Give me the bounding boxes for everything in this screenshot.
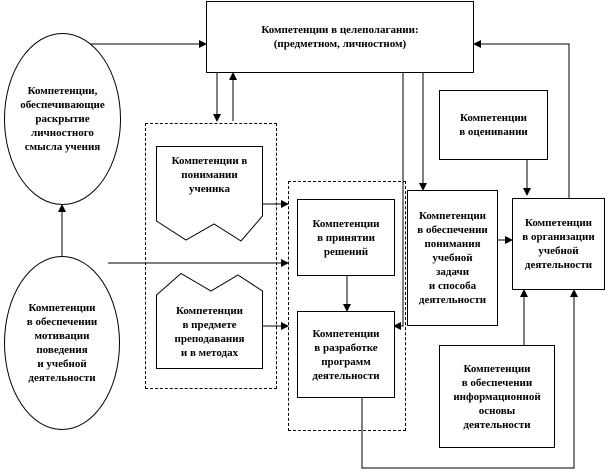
node-personal-meaning-label: Компетенции, обеспечивающие раскрытие ли… (20, 85, 105, 153)
arrow-goal-to-program (393, 73, 404, 330)
node-program-development: Компетенции в разработке программ деятел… (297, 311, 395, 398)
node-motivation-label: Компетенции в обеспечении мотивации пове… (26, 302, 98, 384)
node-decision-making: Компетенции в принятии решений (297, 199, 395, 276)
node-subject-methods: Компетенции в предмете преподавания и в … (156, 296, 263, 368)
node-personal-meaning: Компетенции, обеспечивающие раскрытие ли… (4, 33, 121, 205)
node-understanding-student: Компетенции в понимании ученика (156, 150, 263, 200)
node-decision-making-label: Компетенции в принятии решений (312, 217, 380, 258)
dashed-group-decision-program (288, 181, 406, 431)
node-program-development-label: Компетенции в разработке программ деятел… (312, 327, 380, 382)
node-subject-methods-label: Компетенции в предмете преподавания и в … (174, 305, 245, 359)
node-organization: Компетенции в организации учебной деятел… (512, 198, 605, 290)
node-task-understanding-label: Компетенции в обеспечении понимания учеб… (417, 210, 488, 306)
arrow-program-to-organization (361, 289, 578, 469)
node-information-base-label: Компетенции в обеспечении информационной… (453, 362, 541, 431)
node-subject-methods-shape (156, 273, 263, 369)
node-understanding-student-shape (156, 146, 263, 242)
node-organization-label: Компетенции в организации учебной деятел… (522, 217, 595, 271)
node-understanding-student-label: Компетенции в понимании ученика (171, 155, 248, 195)
node-assessment-label: Компетенции в оценивании (459, 112, 528, 138)
node-information-base: Компетенции в обеспечении информационной… (439, 345, 555, 448)
arrow-organization-to-goal (473, 40, 570, 198)
node-goal-setting-label: Компетенции в целеполагании: (предметном… (261, 24, 419, 50)
node-task-understanding: Компетенции в обеспечении понимания учеб… (407, 190, 498, 326)
node-assessment: Компетенции в оценивании (439, 90, 548, 160)
dashed-group-student-methods (145, 123, 277, 389)
node-goal-setting: Компетенции в целеполагании: (предметном… (206, 1, 474, 73)
node-motivation: Компетенции в обеспечении мотивации пове… (4, 256, 120, 430)
